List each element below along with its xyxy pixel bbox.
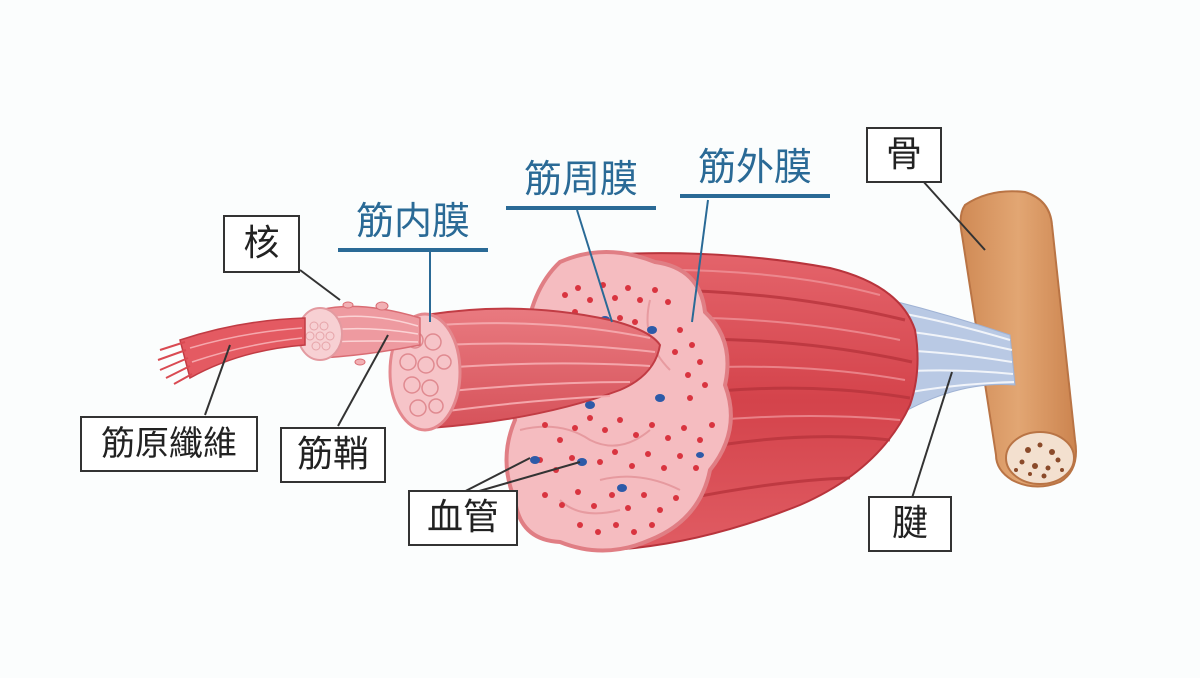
epimysium-underline	[680, 194, 830, 198]
myofibril	[157, 317, 306, 385]
label-sarcolemma: 筋鞘	[280, 427, 386, 483]
label-endomysium: 筋内膜	[338, 199, 488, 252]
muscle-fiber	[297, 301, 421, 366]
label-endomysium-text: 筋内膜	[355, 199, 470, 243]
label-epimysium-text: 筋外膜	[697, 145, 812, 189]
blue-leader-lines	[429, 199, 709, 323]
label-epimysium: 筋外膜	[680, 145, 830, 198]
label-perimysium-text: 筋周膜	[523, 157, 638, 201]
blood-vessel-dots	[530, 316, 704, 492]
bone-shape	[959, 190, 1077, 488]
label-nucleus: 核	[223, 215, 300, 273]
label-perimysium: 筋周膜	[506, 157, 656, 210]
label-blood-vessel: 血管	[408, 490, 518, 546]
label-myofibril: 筋原纖維	[80, 416, 258, 472]
perimysium-underline	[506, 206, 656, 210]
label-tendon: 腱	[868, 496, 952, 552]
endomysium-underline	[338, 248, 488, 252]
label-bone: 骨	[866, 127, 942, 183]
